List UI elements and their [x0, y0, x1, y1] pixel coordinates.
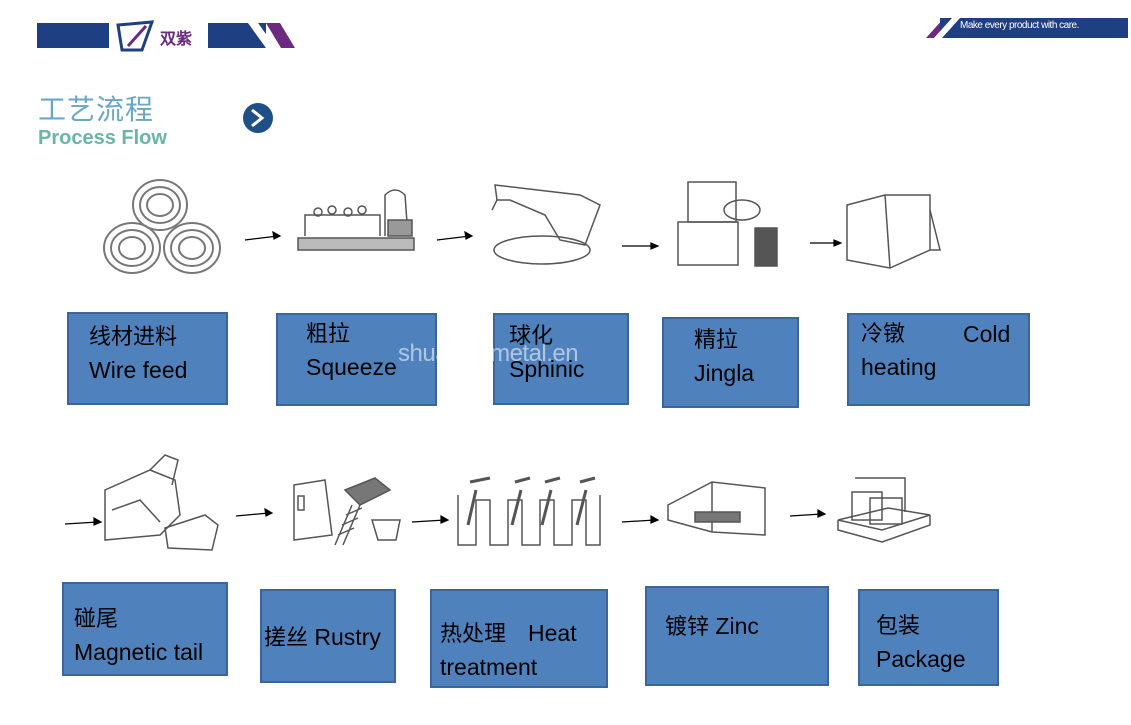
logo-icon	[116, 20, 155, 52]
packaging-pallet-icon	[837, 477, 931, 543]
heat-treatment-furnace-icon	[457, 476, 601, 546]
step-label-en-line2: heating	[861, 354, 937, 380]
cold-heading-machine-icon	[846, 194, 941, 269]
step-jingla: 精拉 Jingla	[662, 317, 799, 408]
step-label-combined: 搓丝 Rustry	[264, 621, 392, 655]
spheroidizing-furnace-icon	[491, 184, 601, 265]
thread-rolling-machine-icon	[293, 477, 401, 546]
tail-cutting-machine-icon	[104, 454, 219, 551]
step-label-zh: 线材进料	[89, 325, 178, 350]
step-label-en: Wire feed	[89, 357, 188, 383]
step-label-zh: 球化	[509, 324, 554, 349]
next-arrow-button[interactable]	[243, 103, 273, 133]
header-bar-left	[37, 23, 109, 48]
fine-drawing-machine-icon	[677, 181, 778, 267]
step-label-zh: 热处理	[440, 622, 507, 647]
step-label-line1: 热处理 Heat	[440, 617, 598, 651]
step-label-zh: 精拉	[694, 328, 739, 353]
step-label-en: Zinc	[715, 613, 759, 639]
step-label-en: Heat	[528, 620, 577, 646]
arrows-row1	[244, 230, 843, 250]
galvanizing-line-icon	[667, 481, 766, 536]
step-label-zh: 搓丝	[264, 626, 309, 651]
step-label-zh: 镀锌	[665, 615, 710, 640]
step-heat-treatment: 热处理 Heat treatment	[430, 589, 608, 688]
step-wire-feed: 线材进料 Wire feed	[67, 312, 228, 405]
step-label-en: Jingla	[694, 360, 755, 386]
step-sphinic: 球化 Sphinic	[493, 313, 629, 405]
step-label-zh: 碰尾	[74, 607, 119, 632]
wire-coils-icon	[103, 179, 221, 274]
brand-name: 双紫	[160, 29, 193, 48]
step-label-en: Package	[876, 646, 966, 672]
step-label-zh: 冷镦	[861, 322, 906, 347]
step-label-en: Magnetic tail	[74, 639, 204, 665]
step-label-en: Squeeze	[306, 354, 397, 380]
step-package: 包装 Package	[858, 589, 999, 686]
page-title-en: Process Flow	[38, 127, 167, 149]
step-label-en: Cold	[963, 321, 1011, 347]
step-magnetic-tail: 碰尾 Magnetic tail	[62, 582, 228, 676]
step-rustry: 搓丝 Rustry	[260, 589, 396, 683]
page-title-zh: 工艺流程	[38, 93, 155, 126]
step-label-combined: 镀锌 Zinc	[665, 610, 809, 644]
drawing-machine-icon	[297, 189, 415, 251]
watermark: shuangzimetal.en	[398, 340, 579, 367]
step-cold-heating: 冷镦 Cold heating	[847, 313, 1030, 406]
step-label-zh: 粗拉	[306, 322, 351, 347]
step-zinc: 镀锌 Zinc	[645, 586, 829, 686]
step-label-en: Sphinic	[509, 356, 585, 382]
step-label-en: Rustry	[314, 624, 381, 650]
step-label-en-line2: treatment	[440, 654, 538, 680]
arrows-row2	[64, 507, 827, 526]
slogan: Make every product with care.	[960, 20, 1079, 31]
step-label-zh: 包装	[876, 614, 921, 639]
step-squeeze: 粗拉 Squeeze	[276, 313, 437, 406]
